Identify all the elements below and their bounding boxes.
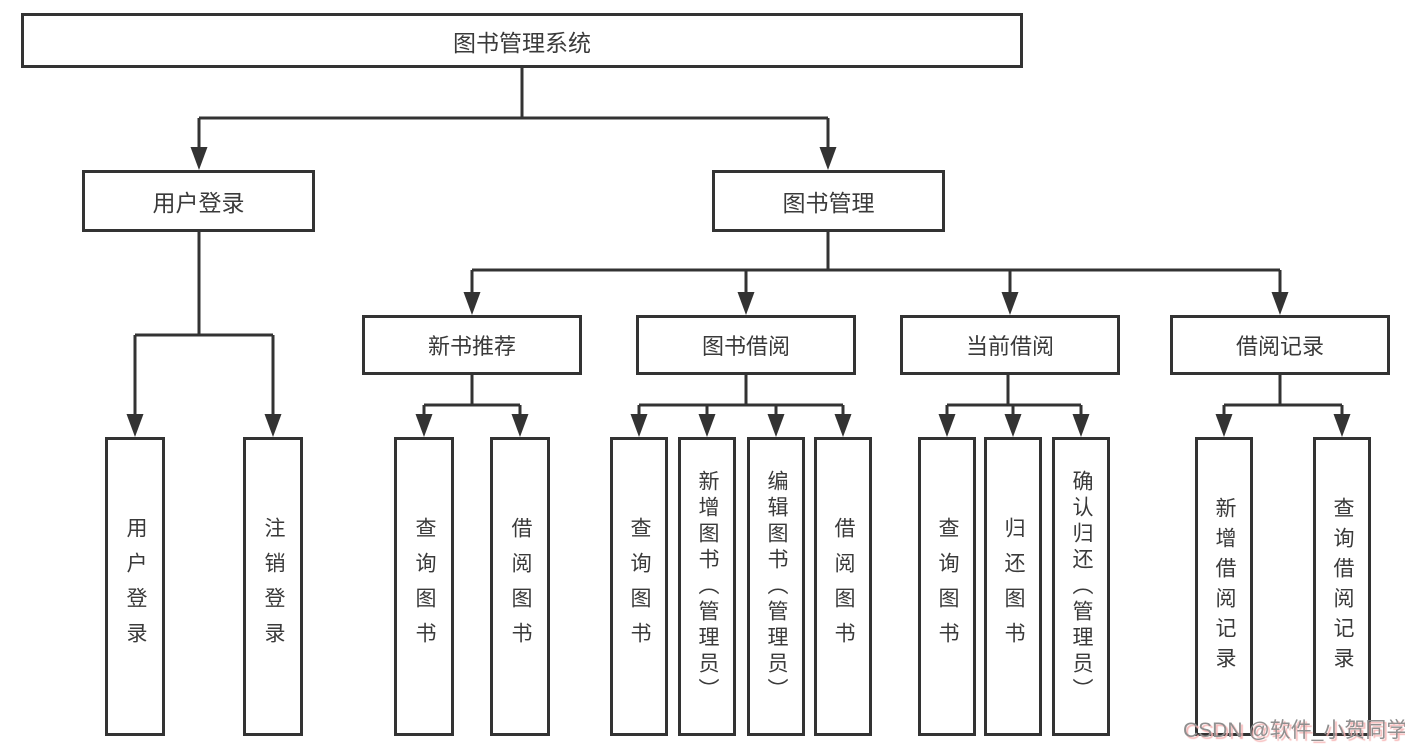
csdn-watermark: CSDN @软件_小贺同学 (1183, 719, 1405, 742)
root-box-library-system: 图书管理系统 (21, 13, 1023, 68)
connector-borrow-children (637, 375, 845, 420)
arrowheads (126, 147, 1351, 437)
leaf-box-add-book-admin: 新增图书（管理员） (678, 437, 736, 736)
branch-box-user-login: 用户登录 (82, 170, 315, 232)
connector-login-children (133, 232, 275, 420)
section-box-current-borrow: 当前借阅 (900, 315, 1120, 375)
connector-root (197, 68, 830, 152)
branch-box-book-management: 图书管理 (712, 170, 945, 232)
leaf-box-add-borrow-record: 新增借阅记录 (1195, 437, 1253, 736)
section-box-borrow-records: 借阅记录 (1170, 315, 1390, 375)
connector-records-children (1222, 375, 1344, 420)
leaf-box-user-login: 用户登录 (105, 437, 165, 736)
connector-newbook-children (422, 375, 522, 420)
leaf-box-query-books-3: 查询图书 (918, 437, 976, 736)
connector-current-children (945, 375, 1083, 420)
leaf-box-borrow-books-2: 借阅图书 (814, 437, 872, 736)
leaf-box-edit-book-admin: 编辑图书（管理员） (747, 437, 805, 736)
leaf-box-query-books-2: 查询图书 (610, 437, 668, 736)
leaf-box-borrow-books-1: 借阅图书 (490, 437, 550, 736)
leaf-box-confirm-return-admin: 确认归还（管理员） (1052, 437, 1110, 736)
leaf-box-query-borrow-record: 查询借阅记录 (1313, 437, 1371, 736)
leaf-box-logout: 注销登录 (243, 437, 303, 736)
connector-management-sections (470, 232, 1282, 298)
leaf-box-return-book: 归还图书 (984, 437, 1042, 736)
leaf-box-query-books-1: 查询图书 (394, 437, 454, 736)
section-box-new-book-recommend: 新书推荐 (362, 315, 582, 375)
section-box-book-borrow: 图书借阅 (636, 315, 856, 375)
